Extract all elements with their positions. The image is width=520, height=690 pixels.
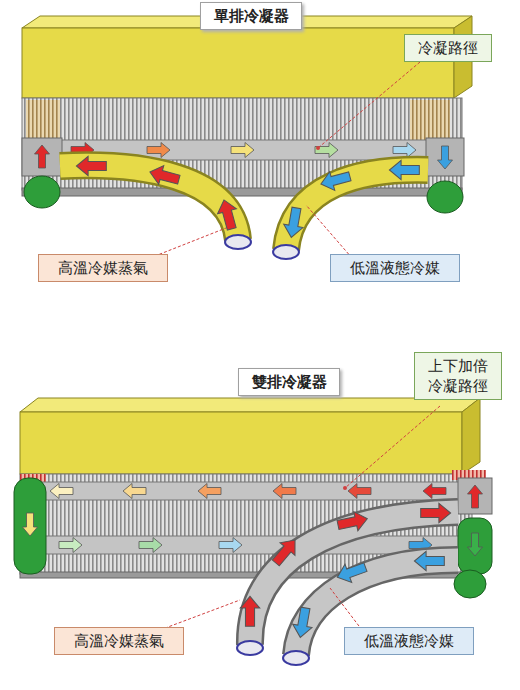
flow-arrow — [240, 596, 260, 626]
fan-housing — [22, 28, 454, 98]
flow-arrow — [198, 484, 221, 499]
flow-arrow — [348, 484, 371, 499]
flow-arrow — [468, 485, 483, 508]
end-cap — [427, 181, 463, 213]
box-text: 雙排冷凝器 — [245, 372, 333, 392]
callout-box: 高溫冷媒蒸氣 — [38, 254, 168, 282]
flat-tube — [40, 482, 460, 500]
outlet-pipe — [286, 170, 428, 250]
fin-stack — [410, 100, 450, 140]
base-plate — [22, 188, 462, 196]
flow-arrow — [268, 534, 302, 569]
box-text: 冷凝路徑 — [411, 38, 485, 58]
leader-line — [330, 588, 362, 630]
flow-arrow — [336, 509, 369, 534]
flow-arrow — [273, 484, 296, 499]
flow-arrow — [389, 160, 419, 180]
leader-dot — [316, 146, 320, 150]
callout-box: 低溫液態冷媒 — [344, 627, 474, 655]
leader-dot — [343, 486, 347, 490]
leader-line — [160, 600, 240, 630]
heading-box: 雙排冷凝器 — [238, 368, 340, 396]
pipe-opening — [283, 651, 309, 665]
header-tank — [458, 478, 492, 514]
fan-housing-side — [462, 398, 480, 474]
flow-arrow — [59, 538, 82, 553]
pipe-opening — [273, 245, 299, 259]
fan-housing-top — [20, 398, 480, 412]
inlet-pipe — [250, 512, 458, 645]
pipe-opening — [237, 641, 263, 655]
flow-arrow — [334, 558, 369, 587]
flow-arrow — [76, 156, 106, 176]
leader-line — [345, 406, 440, 488]
callout-box: 冷凝路徑 — [404, 34, 492, 62]
flow-arrow — [35, 145, 50, 168]
box-text: 高溫冷媒蒸氣 — [45, 258, 161, 278]
leader-line — [318, 62, 420, 148]
flow-arrow — [423, 484, 446, 499]
end-cap — [454, 570, 486, 598]
flow-arrow — [123, 484, 146, 499]
header-tank — [426, 138, 464, 176]
flow-arrow — [315, 143, 338, 158]
flow-arrow — [219, 538, 242, 553]
pipe-opening — [225, 235, 251, 249]
flow-arrow — [215, 197, 242, 231]
box-text: 單排冷凝器 — [207, 6, 295, 26]
heading-box: 單排冷凝器 — [200, 2, 302, 30]
leader-line — [306, 205, 352, 258]
box-text: 上下加倍 冷凝路徑 — [421, 356, 495, 396]
outlet-pipe — [286, 170, 428, 250]
inlet-pipe — [60, 165, 238, 240]
box-text: 低溫液態冷媒 — [351, 631, 467, 651]
callout-box: 低溫液態冷媒 — [330, 254, 460, 282]
flow-arrow — [147, 143, 170, 158]
fan-housing — [20, 412, 462, 474]
inlet-pipe — [60, 165, 238, 240]
flow-arrow — [231, 143, 254, 158]
flow-arrow — [438, 146, 453, 169]
flow-arrow — [468, 533, 483, 556]
flow-arrow — [147, 163, 181, 190]
header-tank — [22, 138, 62, 176]
inlet-pipe — [250, 512, 458, 645]
flow-arrow — [50, 484, 73, 499]
box-text: 高溫冷媒蒸氣 — [61, 631, 177, 651]
callout-box: 上下加倍 冷凝路徑 — [414, 352, 502, 400]
box-text: 低溫液態冷媒 — [337, 258, 453, 278]
flow-arrow — [139, 538, 162, 553]
header-tank — [458, 518, 492, 574]
flow-arrow — [23, 513, 38, 536]
flow-arrow — [393, 143, 416, 158]
callout-box: 高溫冷媒蒸氣 — [54, 627, 184, 655]
flow-arrow — [318, 167, 352, 194]
flow-arrow — [291, 606, 315, 639]
flow-arrow — [414, 551, 444, 571]
end-cap — [24, 176, 60, 208]
header-tank — [14, 478, 46, 574]
flow-arrow — [282, 206, 306, 239]
fin-stack — [26, 100, 60, 140]
flat-tube — [40, 536, 460, 554]
flow-arrow — [421, 503, 451, 523]
